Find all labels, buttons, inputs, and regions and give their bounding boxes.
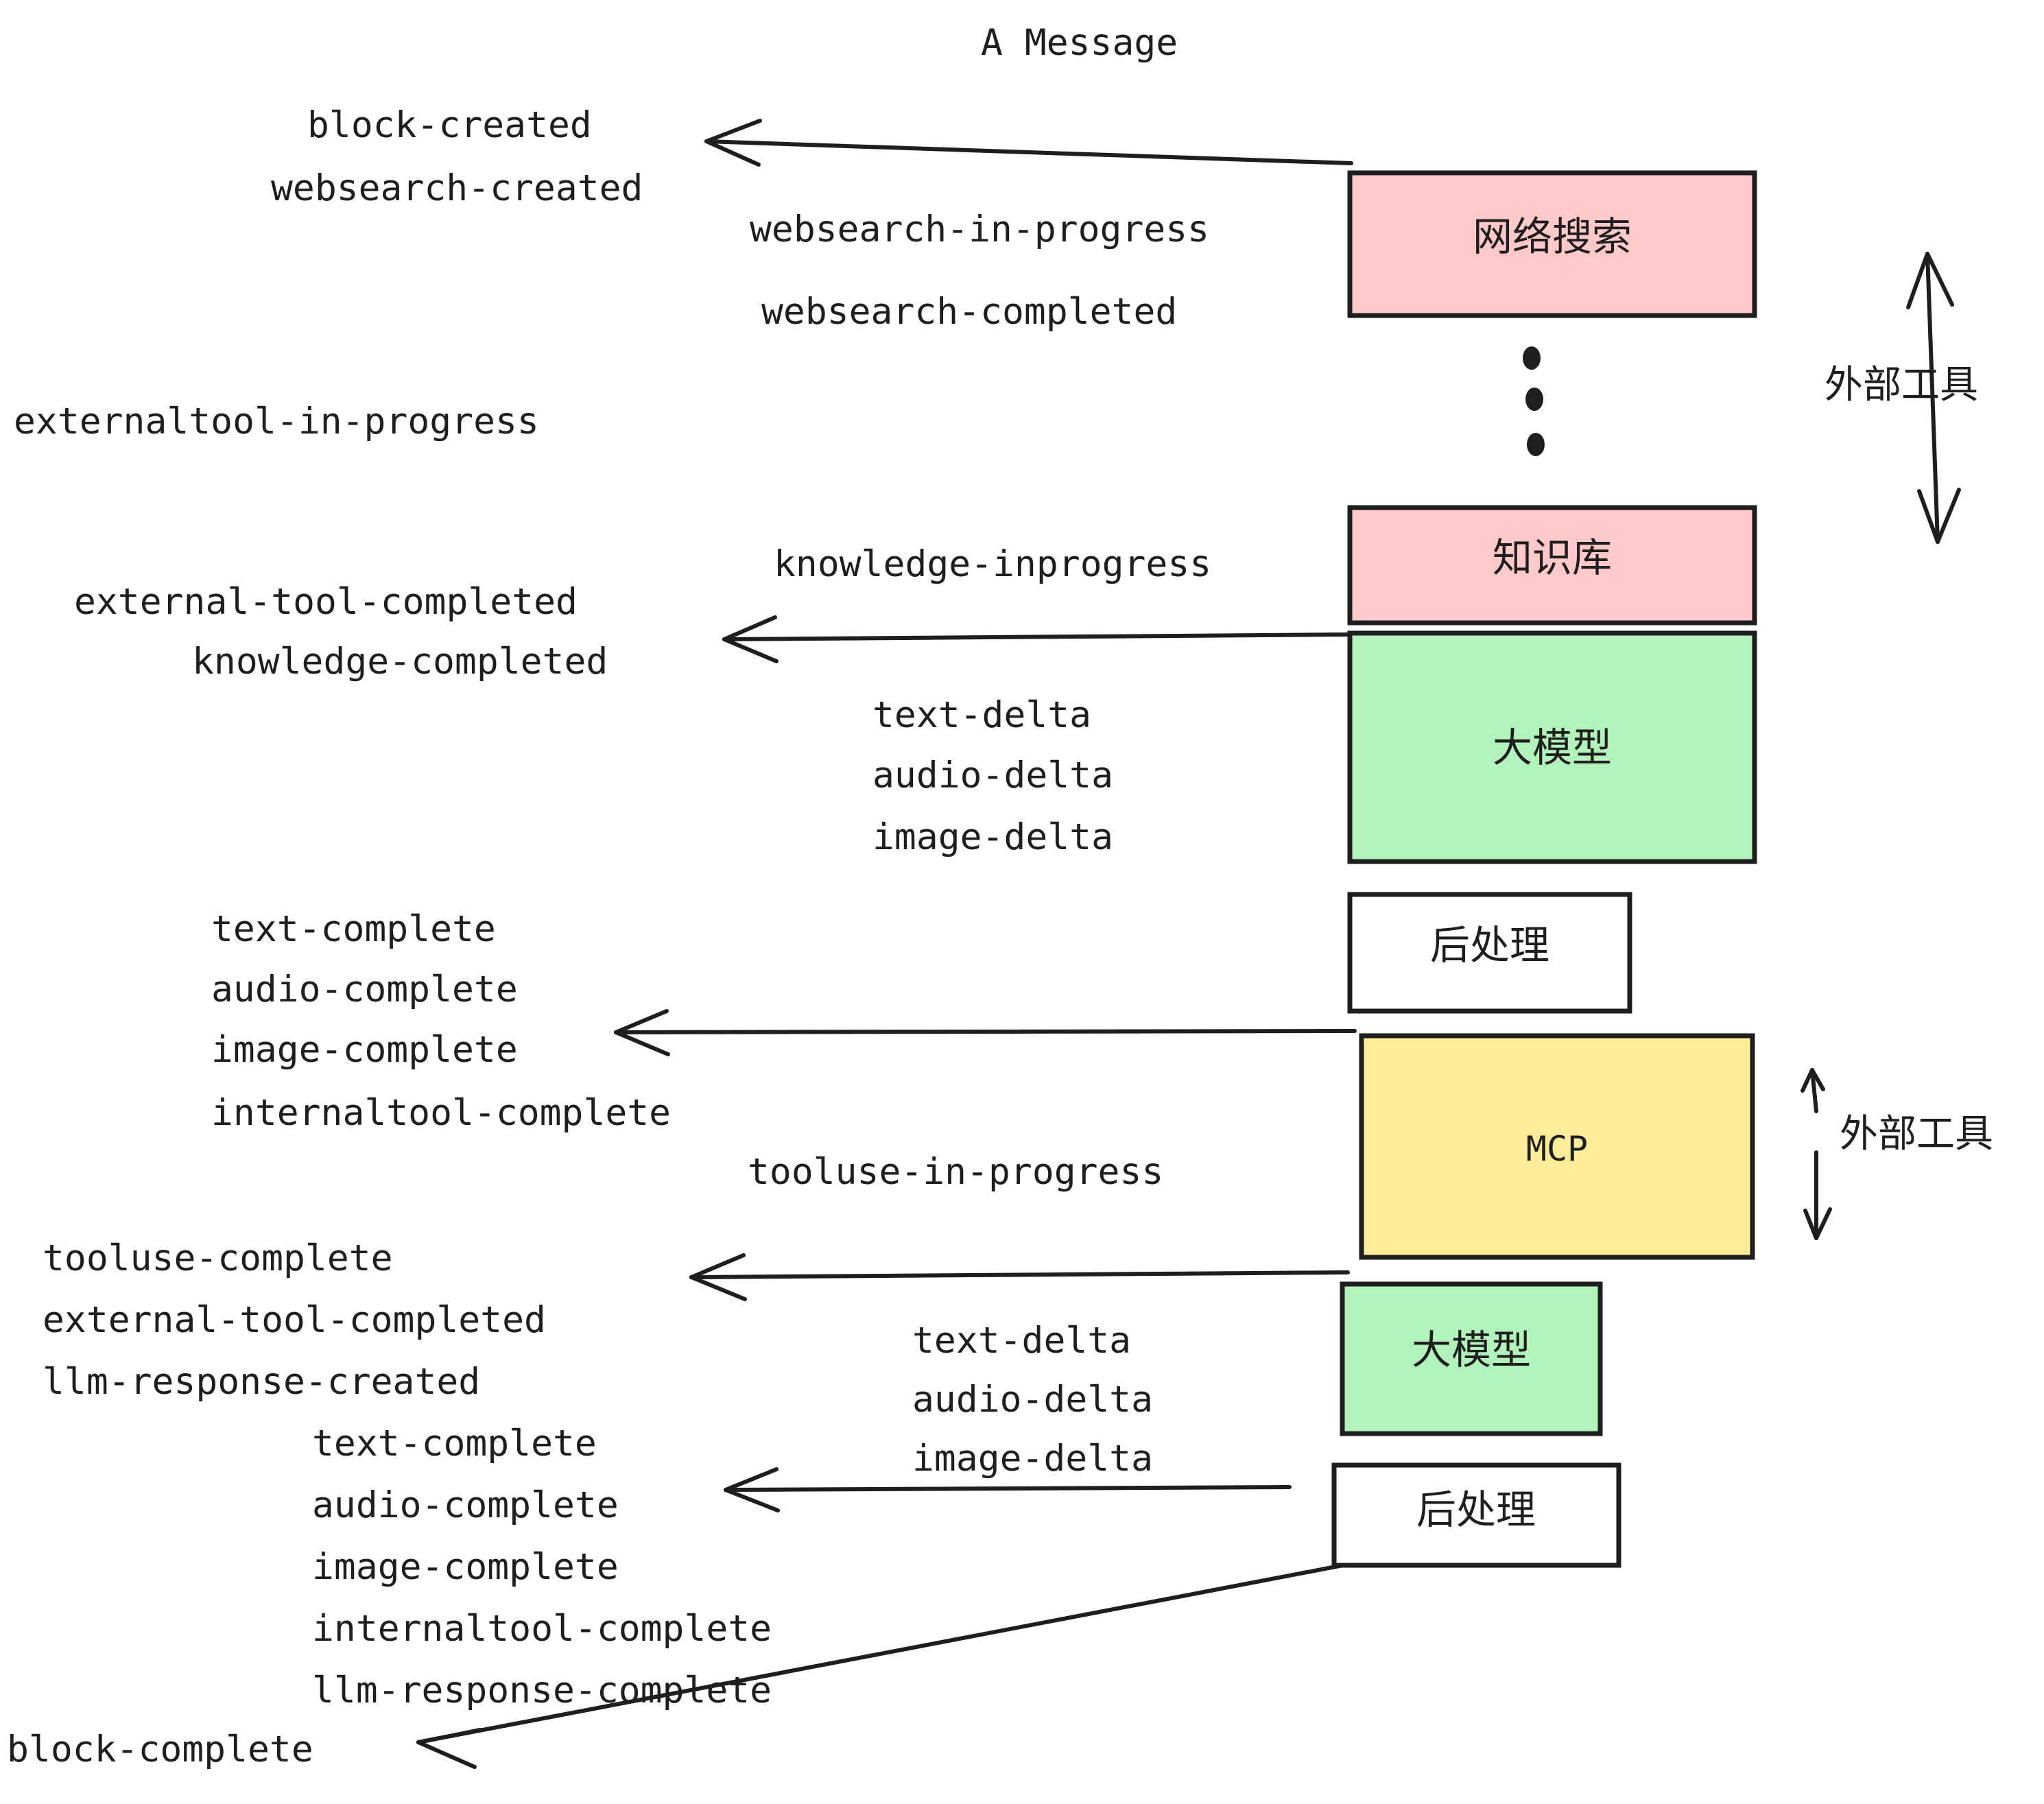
event-audio-delta-1: audio-delta: [872, 755, 1113, 796]
arrow-block-complete: [416, 1563, 1345, 1769]
box-knowledge: 知识库: [1347, 505, 1757, 626]
box-llm-bottom: 大模型: [1340, 1281, 1603, 1436]
event-websearch-in-progress: websearch-in-progress: [750, 209, 1209, 250]
event-text-complete-2: text-complete: [312, 1423, 597, 1464]
event-image-complete-1: image-complete: [211, 1029, 518, 1071]
event-text-delta-1: text-delta: [872, 694, 1091, 736]
box-websearch-label: 网络搜索: [1473, 213, 1632, 260]
event-audio-complete-1: audio-complete: [211, 969, 518, 1010]
box-mcp: MCP: [1359, 1033, 1755, 1260]
box-mcp-label: MCP: [1526, 1129, 1588, 1169]
arrow-websearch-to-events: [704, 119, 1353, 167]
box-websearch: 网络搜索: [1347, 170, 1757, 318]
event-text-complete-1: text-complete: [211, 908, 496, 950]
page-title: A Message: [981, 22, 1178, 64]
event-internaltool-complete-2: internaltool-complete: [312, 1608, 772, 1650]
event-websearch-completed: websearch-completed: [761, 291, 1177, 333]
box-llm-bottom-label: 大模型: [1412, 1327, 1531, 1373]
event-external-tool-completed-1: external-tool-completed: [74, 581, 578, 623]
arrow-mcp-tooluse: [689, 1253, 1350, 1301]
event-image-delta-1: image-delta: [872, 816, 1113, 858]
event-internaltool-complete-1: internaltool-complete: [211, 1092, 671, 1134]
event-tooluse-in-progress: tooluse-in-progress: [748, 1151, 1163, 1193]
box-postprocess-bottom: 后处理: [1331, 1462, 1621, 1568]
event-audio-delta-2: audio-delta: [912, 1379, 1153, 1421]
bracket-external-tool-bottom: [1801, 1068, 1832, 1240]
side-label-external-tool-bottom: 外部工具: [1840, 1112, 1993, 1156]
event-text-delta-2: text-delta: [912, 1320, 1131, 1362]
arrow-knowledge-completed: [722, 615, 1357, 663]
arrow-llm-bottom: [724, 1467, 1292, 1512]
box-llm-top: 大模型: [1347, 630, 1757, 864]
event-block-created: block-created: [307, 104, 592, 146]
box-llm-top-label: 大模型: [1493, 724, 1612, 771]
event-knowledge-inprogress: knowledge-inprogress: [774, 543, 1211, 585]
event-block-complete: block-complete: [7, 1729, 313, 1770]
event-audio-complete-2: audio-complete: [312, 1484, 619, 1526]
event-external-tool-completed-2: external-tool-completed: [43, 1299, 546, 1341]
event-knowledge-completed: knowledge-completed: [192, 641, 608, 683]
event-websearch-created: websearch-created: [271, 167, 643, 209]
event-externaltool-in-progress: externaltool-in-progress: [14, 401, 539, 442]
box-knowledge-label: 知识库: [1493, 534, 1612, 581]
side-label-external-tool-top: 外部工具: [1825, 363, 1978, 407]
box-postprocess-bottom-label: 后处理: [1416, 1486, 1536, 1533]
event-image-complete-2: image-complete: [312, 1546, 619, 1588]
bracket-external-tool-top: [1906, 252, 1961, 544]
event-image-delta-2: image-delta: [912, 1438, 1153, 1480]
box-postprocess-top-label: 后处理: [1430, 922, 1549, 969]
vertical-ellipsis: [1523, 346, 1545, 456]
box-postprocess-top: 后处理: [1347, 892, 1632, 1014]
event-llm-response-created: llm-response-created: [43, 1361, 480, 1403]
event-llm-response-complete: llm-response-complete: [312, 1670, 772, 1711]
arrow-postprocess-top: [614, 1009, 1357, 1056]
event-tooluse-complete: tooluse-complete: [43, 1237, 393, 1279]
